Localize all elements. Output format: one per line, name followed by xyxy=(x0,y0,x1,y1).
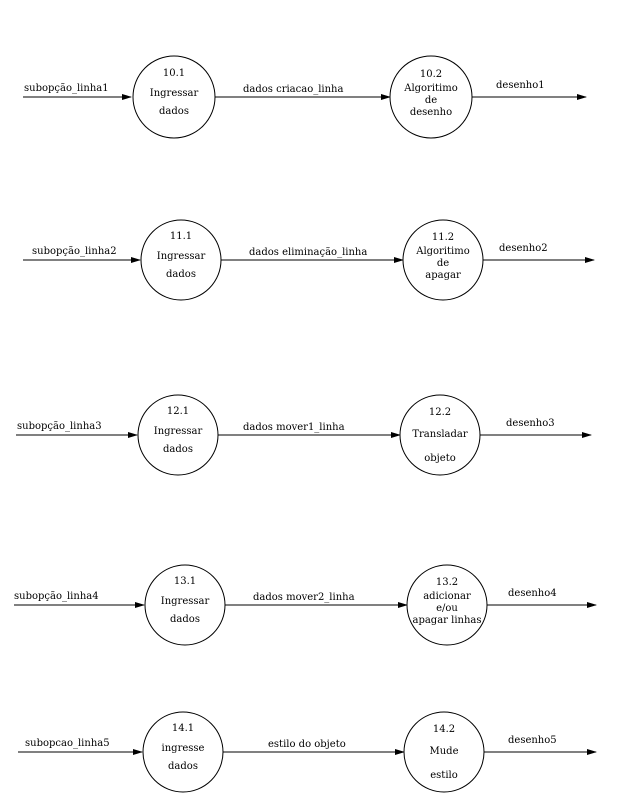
process-text: e/ou xyxy=(436,603,458,614)
process-text: de xyxy=(425,95,437,106)
input-label: subopcao_linha5 xyxy=(25,738,110,749)
output-label: desenho3 xyxy=(506,418,555,429)
process-text: dados xyxy=(159,106,189,117)
process-text: apagar xyxy=(425,270,461,281)
process-text: Transladar xyxy=(412,429,468,440)
process-text: objeto xyxy=(424,453,455,464)
process-text: Ingressar xyxy=(157,251,206,262)
process-id: 11.1 xyxy=(170,231,192,242)
flow-label: dados criacao_linha xyxy=(243,84,343,95)
process-text: Ingressar xyxy=(154,426,203,437)
input-label: subopção_linha3 xyxy=(17,421,102,432)
input-label: subopção_linha2 xyxy=(32,246,117,257)
process-id: 14.2 xyxy=(433,724,455,735)
process-text: dados xyxy=(166,269,196,280)
flow-label: estilo do objeto xyxy=(268,739,346,750)
output-label: desenho1 xyxy=(496,80,545,91)
process-text: Algoritimo xyxy=(403,83,458,94)
process-text: dados xyxy=(168,761,198,772)
process-text: ingresse xyxy=(162,743,205,754)
process-text: desenho xyxy=(410,107,452,118)
output-label: desenho2 xyxy=(499,243,548,254)
process-id: 13.1 xyxy=(174,576,196,587)
process-id: 10.2 xyxy=(420,69,442,80)
process-text: dados xyxy=(170,614,200,625)
flow-label: dados mover2_linha xyxy=(253,592,355,603)
process-id: 11.2 xyxy=(432,232,454,243)
process-text: Ingressar xyxy=(161,596,210,607)
process-text: Ingressar xyxy=(150,88,199,99)
process-id: 12.1 xyxy=(167,406,189,417)
flow-label: dados eliminação_linha xyxy=(249,247,367,258)
process-text: estilo xyxy=(430,770,458,781)
output-label: desenho5 xyxy=(508,735,557,746)
flow-label: dados mover1_linha xyxy=(243,422,345,433)
process-text: adicionar xyxy=(423,591,471,602)
process-id: 12.2 xyxy=(429,407,451,418)
input-label: subopção_linha1 xyxy=(24,83,109,94)
output-label: desenho4 xyxy=(508,588,557,599)
process-text: apagar linhas xyxy=(412,615,481,626)
process-text: dados xyxy=(163,444,193,455)
flow-row-5: subopcao_linha5 14.1 ingresse dados estilo d… xyxy=(18,711,597,793)
process-id: 10.1 xyxy=(163,68,185,79)
process-id: 14.1 xyxy=(172,723,194,734)
input-label: subopção_linha4 xyxy=(14,591,99,602)
process-text: de xyxy=(437,258,449,269)
process-id: 13.2 xyxy=(436,577,458,588)
process-text: Mude xyxy=(430,746,459,757)
process-text: Algoritimo xyxy=(415,246,470,257)
